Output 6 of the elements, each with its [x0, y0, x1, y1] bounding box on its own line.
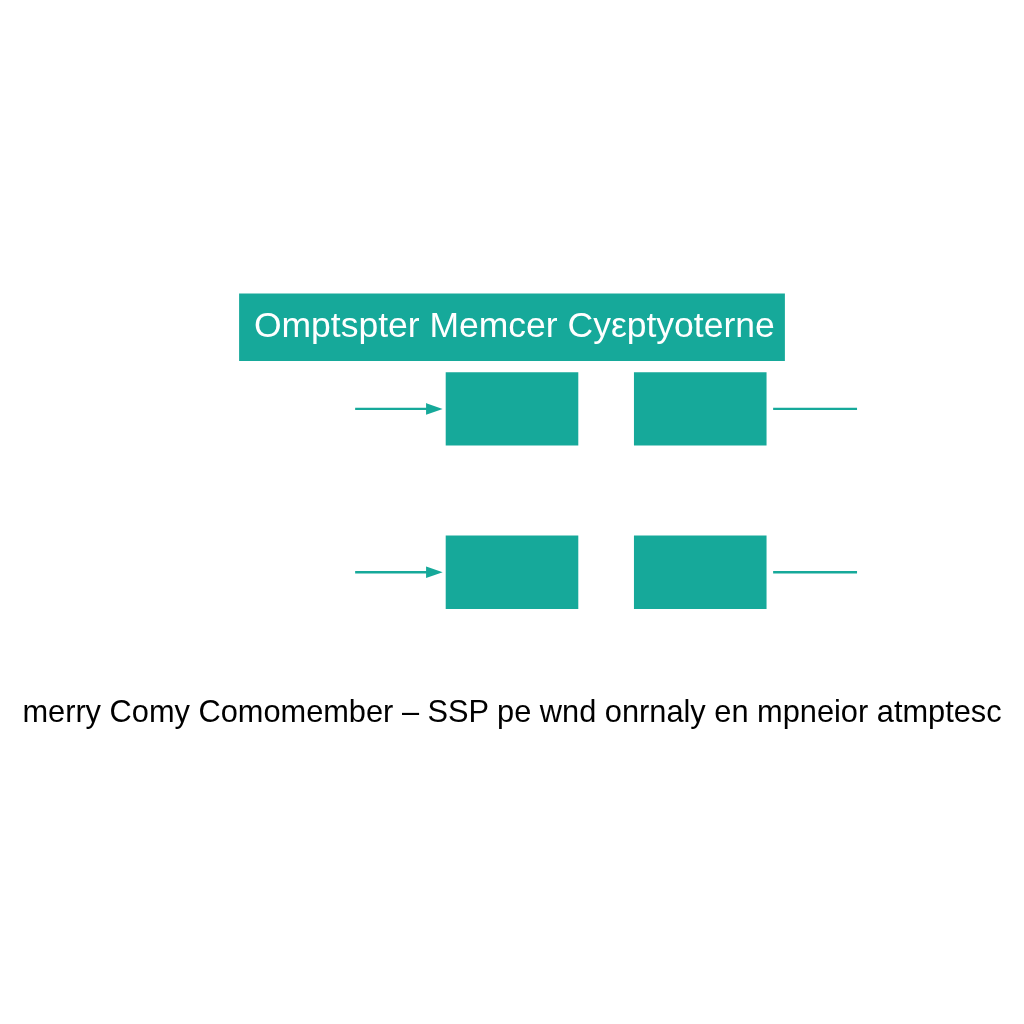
arrow: [355, 566, 443, 578]
arrow: [355, 402, 443, 415]
diagram-title: Omptspter Memcer Cyεptyoterne: [253, 304, 775, 345]
connector: [773, 407, 858, 410]
caption: merry Comy Comomember – SSP pe wnd onrnaly en mpneior atmptesc: [22, 693, 1002, 729]
connector: [773, 570, 858, 573]
